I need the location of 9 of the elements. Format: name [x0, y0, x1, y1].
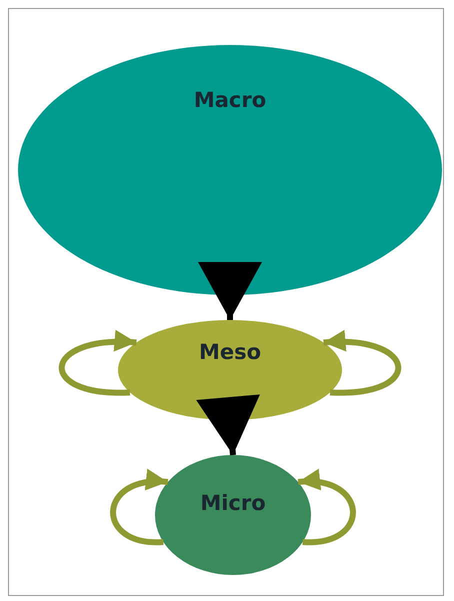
curved-arrow — [298, 470, 356, 545]
curved-arrow — [323, 330, 402, 396]
node-label: Macro — [194, 88, 266, 112]
node-label: Micro — [200, 491, 266, 515]
arrow — [198, 262, 262, 320]
arrow — [196, 394, 260, 456]
curved-arrow — [58, 330, 137, 396]
node-label: Meso — [198, 340, 262, 364]
curved-arrow — [110, 470, 168, 545]
